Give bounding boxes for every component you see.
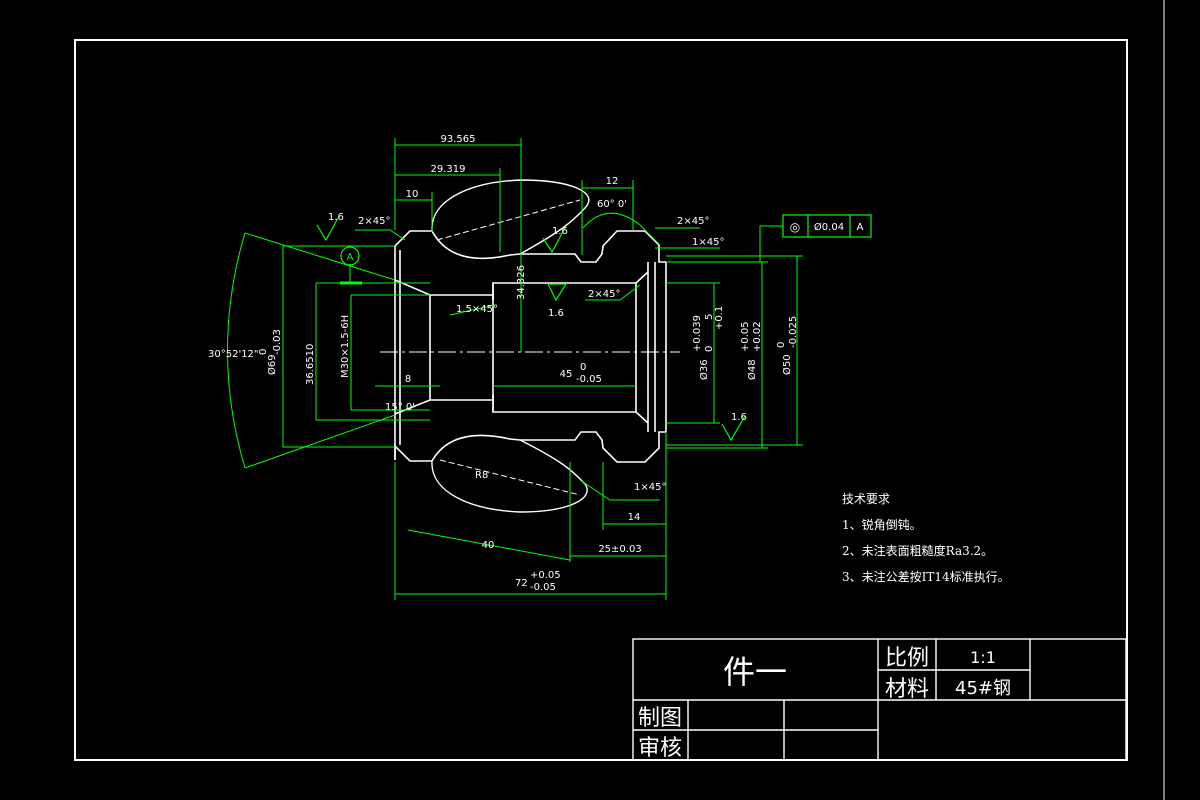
concentricity-icon: ◎ <box>790 220 800 234</box>
tolerance-datum: A <box>857 222 864 233</box>
dim-69-tol-lo: -0.03 <box>272 329 283 355</box>
datum-label: A <box>347 252 354 263</box>
dim-chamfer-tl: 2×45° <box>358 216 390 227</box>
dim-45-tol-lo: -0.05 <box>576 374 602 385</box>
dim-36b-tol2: 0 <box>704 346 715 352</box>
dim-36b-tol: +0.039 <box>692 315 703 352</box>
dim-thread: M30×1.5-6H <box>340 315 351 378</box>
dim-small-5: 5 <box>704 314 715 320</box>
roughness-symbols <box>316 217 746 442</box>
tolerance-value: Ø0.04 <box>814 221 844 233</box>
dim-45-tol-up: 0 <box>580 362 586 373</box>
dim-8: 8 <box>405 374 411 385</box>
dim-48-tol-up: +0.05 <box>740 321 751 352</box>
dim-chamfer-tr: 2×45° <box>677 216 709 227</box>
dim-29: 29.319 <box>431 164 466 175</box>
tolerance-frame: ◎ Ø0.04 A <box>782 214 872 238</box>
dim-10: 10 <box>406 189 419 200</box>
dim-angle-30: 30°52'12" <box>208 349 259 360</box>
dim-72-tol-up: +0.05 <box>530 570 561 581</box>
roughness-3: 1.6 <box>548 308 564 319</box>
note-item: 1、锐角倒钝。 <box>842 518 922 532</box>
dim-36-651: 36.6510 <box>305 344 316 385</box>
roughness-1: 1.6 <box>328 212 344 223</box>
section-ellipses <box>431 179 590 513</box>
dimension-texts: 93.565 29.319 10 12 60° 0' 2×45° 2×45° 1… <box>208 134 799 593</box>
dim-69: Ø69 <box>266 354 278 375</box>
checked-label: 审核 <box>638 736 682 761</box>
material-value: 45#钢 <box>955 678 1011 699</box>
dim-12: 12 <box>606 176 619 187</box>
dim-69-tol-up: 0 <box>258 349 269 355</box>
dim-36b: Ø36 <box>698 359 710 380</box>
dim-14: 14 <box>628 512 641 523</box>
dim-50-tol-lo: -0.025 <box>788 316 799 348</box>
roughness-4: 1.6 <box>731 412 747 423</box>
part-name: 件一 <box>723 653 787 691</box>
title-block <box>632 638 1127 761</box>
roughness-2: 1.6 <box>552 226 568 237</box>
dimension-lines <box>227 138 803 600</box>
note-item: 3、未注公差按IT14标准执行。 <box>842 570 1010 584</box>
dim-93: 93.565 <box>441 134 476 145</box>
dim-small-01: +0.1 <box>714 306 725 330</box>
drawing-frame <box>74 39 1128 761</box>
dim-chamfer-r: 1×45° <box>692 237 724 248</box>
dim-25: 25±0.03 <box>598 544 641 555</box>
notes-title: 技术要求 <box>842 492 891 506</box>
dim-48-tol-lo: +0.02 <box>752 321 763 352</box>
dim-50: Ø50 <box>781 354 793 375</box>
dim-40: 40 <box>482 540 495 551</box>
dim-72: 72 <box>515 578 528 589</box>
note-item: 2、未注表面粗糙度Ra3.2。 <box>842 544 994 558</box>
dim-chamfer-inner: 1.5×45° <box>456 304 498 315</box>
part-outline <box>394 230 667 463</box>
drawn-label: 制图 <box>638 706 682 731</box>
technical-notes: 技术要求 1、锐角倒钝。 2、未注表面粗糙度Ra3.2。 3、未注公差按IT14… <box>842 486 1010 590</box>
scale-value: 1:1 <box>970 648 996 667</box>
scale-label: 比例 <box>885 646 929 671</box>
dim-48: Ø48 <box>746 359 758 380</box>
dim-angle-60: 60° 0' <box>597 199 627 210</box>
dim-chamfer-bottom: 1×45° <box>634 482 666 493</box>
dim-radius: R8 <box>475 470 488 481</box>
dim-50-tol-up: 0 <box>776 342 787 348</box>
dim-chamfer-inner2: 2×45° <box>588 289 620 300</box>
dim-angle-15: 15° 0' <box>385 402 415 413</box>
dim-45: 45 <box>560 369 573 380</box>
dim-72-tol-lo: -0.05 <box>530 582 556 593</box>
material-label: 材料 <box>885 677 929 702</box>
dim-34: 34.326 <box>516 265 527 300</box>
datum-circle <box>340 246 360 266</box>
